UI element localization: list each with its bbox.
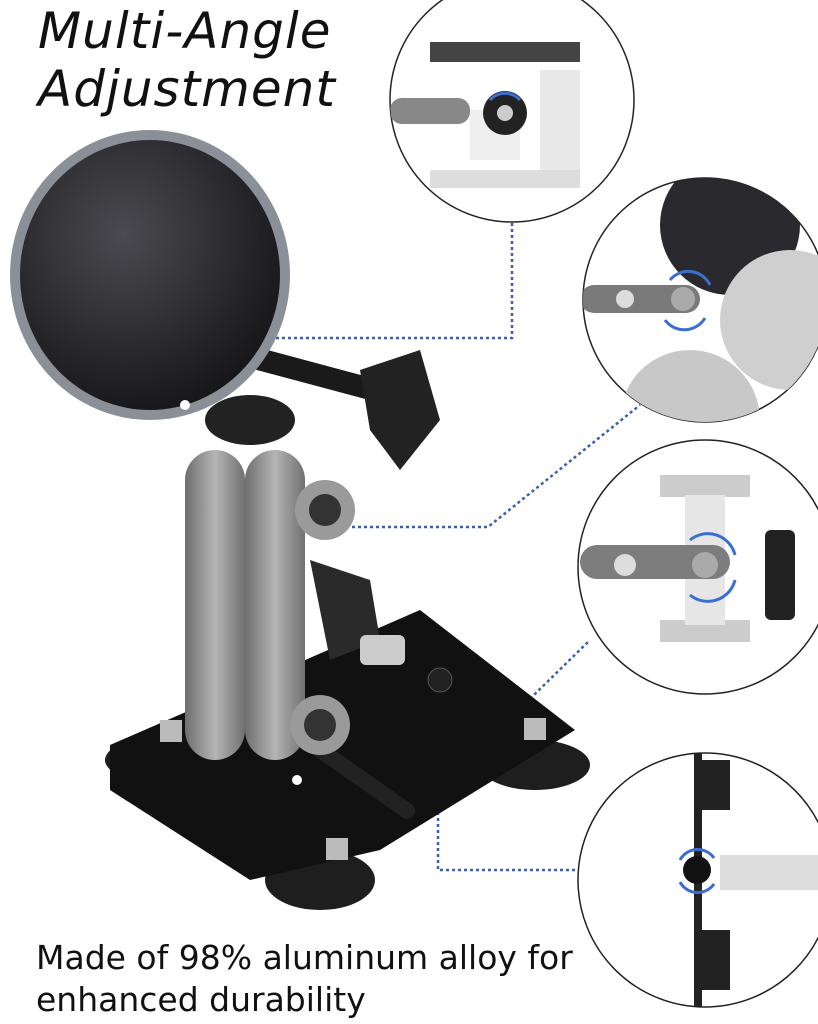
callout-lines xyxy=(270,222,641,872)
heading-line-2: Adjustment xyxy=(38,60,336,118)
caption-line-2: enhanced durability xyxy=(36,980,366,1019)
detail-circle-3 xyxy=(577,439,818,695)
caption-line-1: Made of 98% aluminum alloy for xyxy=(36,938,573,977)
detail-circle-bottom xyxy=(577,752,818,1008)
detail-circle-top xyxy=(389,0,635,223)
mount-illustration xyxy=(10,130,590,910)
heading-line-1: Multi-Angle xyxy=(38,2,332,60)
